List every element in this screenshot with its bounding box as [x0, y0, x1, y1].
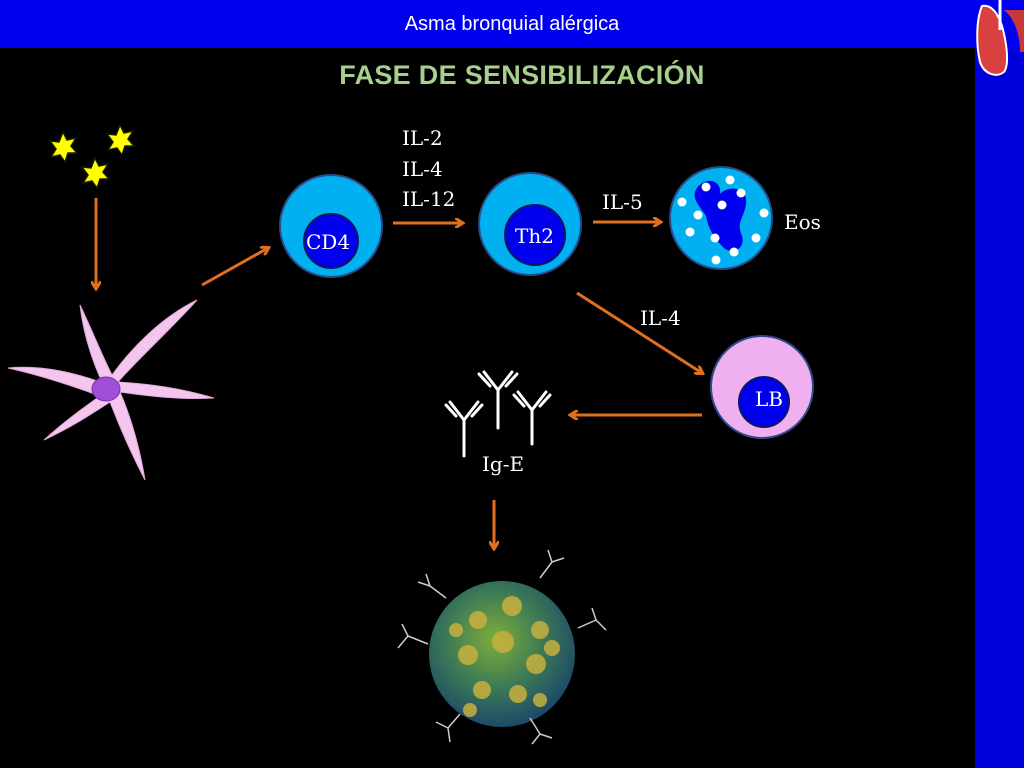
label-il5: IL-5: [602, 190, 643, 214]
label-ige: Ig-E: [482, 452, 525, 476]
label-eos: Eos: [784, 210, 821, 234]
label-il12: IL-12: [402, 187, 456, 211]
eosinophil-cell: [669, 166, 773, 270]
cd4-cell: [279, 174, 383, 278]
label-th2: Th2: [515, 224, 554, 248]
label-il4-lb: IL-4: [640, 306, 681, 330]
label-cd4: CD4: [306, 230, 351, 254]
label-lb: LB: [755, 387, 783, 411]
header-title: Asma bronquial alérgica: [404, 13, 620, 35]
label-il4: IL-4: [402, 157, 443, 181]
antibody-icon: [444, 370, 552, 458]
arrow-th2-to-lb: [576, 291, 702, 373]
lung-logo-icon: [976, 0, 1024, 76]
mast-cell-icon: [397, 549, 607, 745]
allergen-star-icon: [48, 123, 136, 190]
right-side-band: [975, 48, 1024, 768]
th2-cell: [478, 172, 582, 276]
label-il2: IL-2: [402, 126, 443, 150]
slide-title: FASE DE SENSIBILIZACIÓN: [339, 60, 705, 90]
header-bar: Asma bronquial alérgica: [0, 0, 1024, 48]
arrow-dc-to-cd4: [201, 248, 268, 287]
dendritic-cell-icon: [7, 299, 215, 481]
lb-cell: [710, 335, 814, 439]
